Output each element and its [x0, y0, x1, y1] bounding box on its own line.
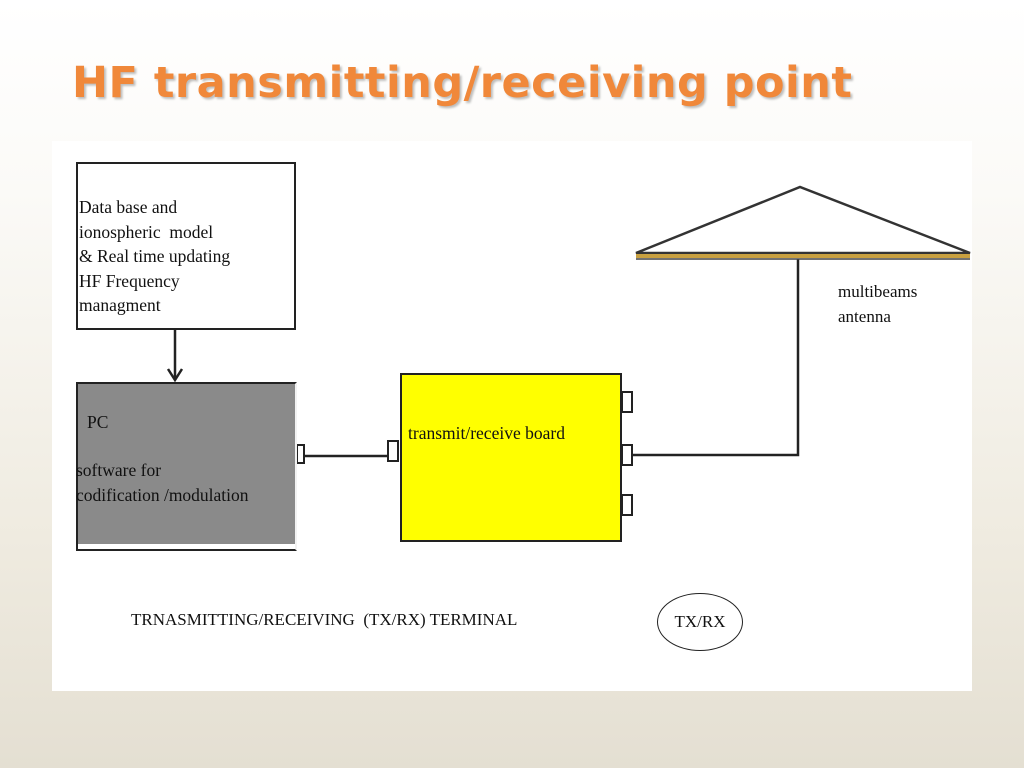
pc-label: PC	[87, 412, 109, 432]
board-input-port	[387, 440, 399, 462]
pc-software-text: software for codification /modulation	[76, 460, 249, 505]
db-to-pc-arrowhead	[166, 368, 184, 383]
terminal-caption: TRNASMITTING/RECEIVING (TX/RX) TERMINAL	[131, 610, 518, 629]
board-output-port-top	[621, 391, 633, 413]
database-box-text: Data base and ionospheric model & Real t…	[79, 197, 231, 315]
pc-port	[296, 444, 305, 464]
board-output-port-middle	[621, 444, 633, 466]
board-to-antenna-feed	[632, 259, 800, 457]
board-output-port-bottom	[621, 494, 633, 516]
database-box	[76, 162, 296, 330]
txrx-badge: TX/RX	[657, 593, 743, 651]
diagram-connectors	[166, 185, 971, 516]
pc-box	[76, 382, 297, 551]
antenna-label: multibeams antenna	[838, 282, 918, 326]
antenna-shape	[635, 185, 971, 255]
board-label: transmit/receive board	[408, 423, 565, 443]
diagram-canvas: Data base and ionospheric model & Real t…	[52, 141, 972, 691]
transmit-receive-board	[400, 373, 622, 542]
slide-title: HF transmitting/receiving point	[72, 58, 853, 108]
